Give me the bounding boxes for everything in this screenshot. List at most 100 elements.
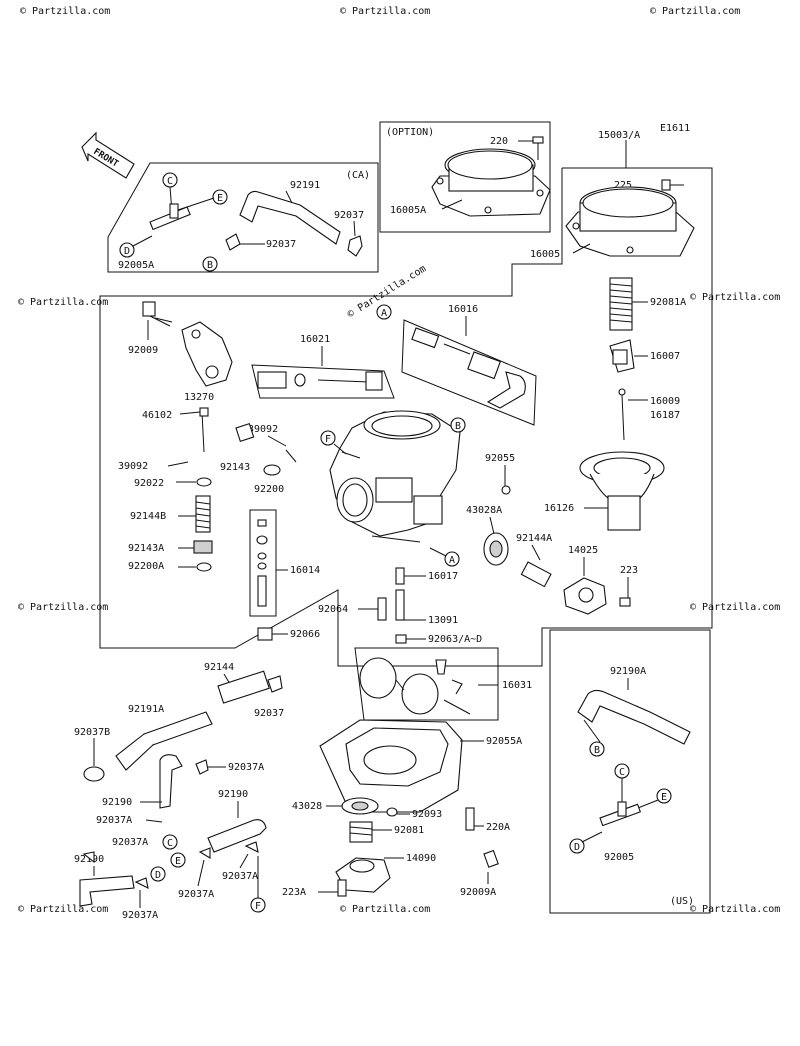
us-box bbox=[549, 629, 711, 914]
main-carburetor-outline bbox=[99, 167, 713, 667]
part-label-13270: 13270 bbox=[184, 392, 214, 403]
connector-e-lower: E bbox=[175, 856, 181, 867]
part-label-14090: 14090 bbox=[406, 853, 436, 864]
part-label-16014: 16014 bbox=[290, 565, 320, 576]
connector-d-lower: D bbox=[155, 870, 161, 881]
hose-92190a bbox=[577, 689, 691, 745]
clip-92037a-group bbox=[82, 841, 259, 889]
hose-92190-1 bbox=[159, 754, 183, 809]
watermark-text: © Partzilla.com bbox=[690, 602, 780, 613]
watermark-text: © Partzilla.com bbox=[650, 6, 740, 17]
part-label-92144b: 92144B bbox=[130, 511, 166, 522]
part-label-16007: 16007 bbox=[650, 351, 680, 362]
watermark-text: © Partzilla.com bbox=[340, 6, 430, 17]
part-label-92037b: 92037B bbox=[74, 727, 110, 738]
part-label-43028: 43028 bbox=[292, 801, 322, 812]
screw-223 bbox=[619, 597, 631, 607]
float-bowl bbox=[319, 719, 463, 813]
washer-92022 bbox=[196, 477, 212, 487]
diaphragm-43028 bbox=[341, 797, 379, 815]
jet-92064 bbox=[377, 597, 387, 621]
part-label-225: 225 bbox=[614, 180, 632, 191]
part-label-16005a: 16005A bbox=[390, 205, 426, 216]
connector-f-top: F bbox=[325, 434, 331, 445]
watermark-text: © Partzilla.com bbox=[690, 292, 780, 303]
connector-e-us: E bbox=[661, 792, 667, 803]
connector-d-us: D bbox=[574, 842, 580, 853]
part-label-92190-3: 92190 bbox=[74, 854, 104, 865]
diagram-code: E1611 bbox=[660, 123, 690, 134]
cover-14025 bbox=[563, 577, 607, 615]
plug-92066 bbox=[257, 627, 273, 641]
part-label-16126: 16126 bbox=[544, 503, 574, 514]
part-label-92191a: 92191A bbox=[128, 704, 164, 715]
part-label-15003a: 15003/A bbox=[598, 130, 640, 141]
o-ring-92200a bbox=[196, 562, 212, 572]
hose-92191 bbox=[239, 190, 341, 245]
part-label-92005a: 92005A bbox=[118, 260, 154, 271]
part-label-92081a: 92081A bbox=[650, 297, 686, 308]
float-16031 bbox=[359, 657, 471, 715]
screw-46102 bbox=[199, 407, 209, 453]
part-label-92005: 92005 bbox=[604, 852, 634, 863]
hose-92190-3 bbox=[79, 875, 135, 907]
choke-cable-16016 bbox=[411, 327, 526, 409]
cover-14090 bbox=[335, 857, 391, 893]
connector-c-us: C bbox=[619, 767, 625, 778]
connector-a-body: A bbox=[449, 555, 455, 566]
part-label-16005: 16005 bbox=[530, 249, 560, 260]
screw-223a bbox=[337, 879, 347, 897]
clamp-92037b bbox=[83, 766, 105, 782]
part-label-92064: 92064 bbox=[318, 604, 348, 615]
jet-92063 bbox=[395, 634, 407, 644]
o-ring-92200 bbox=[263, 464, 281, 476]
jet-needle-16009 bbox=[618, 388, 626, 441]
us-box-label: (US) bbox=[670, 896, 694, 907]
part-label-13091: 13091 bbox=[428, 615, 458, 626]
part-label-92037-ca1: 92037 bbox=[334, 210, 364, 221]
part-label-92066: 92066 bbox=[290, 629, 320, 640]
jet-92143a bbox=[193, 540, 213, 554]
part-label-39092a: 39092 bbox=[248, 424, 278, 435]
part-label-92081: 92081 bbox=[394, 825, 424, 836]
part-label-92037-mid: 92037 bbox=[254, 708, 284, 719]
screw-225 bbox=[661, 179, 684, 191]
part-label-92037a-1: 92037A bbox=[228, 762, 264, 773]
o-ring-92055 bbox=[501, 485, 511, 495]
spring-92081 bbox=[349, 821, 373, 843]
choke-cable-subbox bbox=[401, 319, 537, 426]
spring-92144a bbox=[520, 561, 552, 588]
part-label-92022: 92022 bbox=[134, 478, 164, 489]
screw-92009 bbox=[142, 301, 173, 327]
part-label-16016: 16016 bbox=[448, 304, 478, 315]
part-label-92191: 92191 bbox=[290, 180, 320, 191]
ca-box-label: (CA) bbox=[346, 170, 370, 181]
clip-92037a-1 bbox=[195, 759, 209, 775]
part-label-92093: 92093 bbox=[412, 809, 442, 820]
watermark-text: © Partzilla.com bbox=[18, 904, 108, 915]
fitting-92005 bbox=[581, 778, 659, 843]
part-label-92200: 92200 bbox=[254, 484, 284, 495]
part-label-220a: 220A bbox=[486, 822, 510, 833]
spring-92144 bbox=[217, 670, 270, 704]
part-label-92190-1: 92190 bbox=[102, 797, 132, 808]
part-label-39092b: 39092 bbox=[118, 461, 148, 472]
part-label-16021: 16021 bbox=[300, 334, 330, 345]
part-label-92144: 92144 bbox=[204, 662, 234, 673]
watermark-text: © Partzilla.com bbox=[18, 297, 108, 308]
connector-c-lower: C bbox=[167, 838, 173, 849]
jet-92143 bbox=[235, 422, 255, 443]
watermark-text: © Partzilla.com bbox=[340, 904, 430, 915]
clip-92037-mid bbox=[267, 675, 283, 693]
part-label-92063: 92063/A~D bbox=[428, 634, 482, 645]
part-label-223: 223 bbox=[620, 565, 638, 576]
part-label-92037a-2: 92037A bbox=[96, 815, 132, 826]
diaphragm-16126 bbox=[579, 451, 665, 531]
part-label-16031: 16031 bbox=[502, 680, 532, 691]
spring-92144b bbox=[195, 495, 211, 533]
part-label-92190a: 92190A bbox=[610, 666, 646, 677]
part-label-92144a: 92144A bbox=[516, 533, 552, 544]
part-label-92190-2: 92190 bbox=[218, 789, 248, 800]
needle-holder-16007 bbox=[609, 339, 635, 373]
part-label-92037a-3: 92037A bbox=[112, 837, 148, 848]
